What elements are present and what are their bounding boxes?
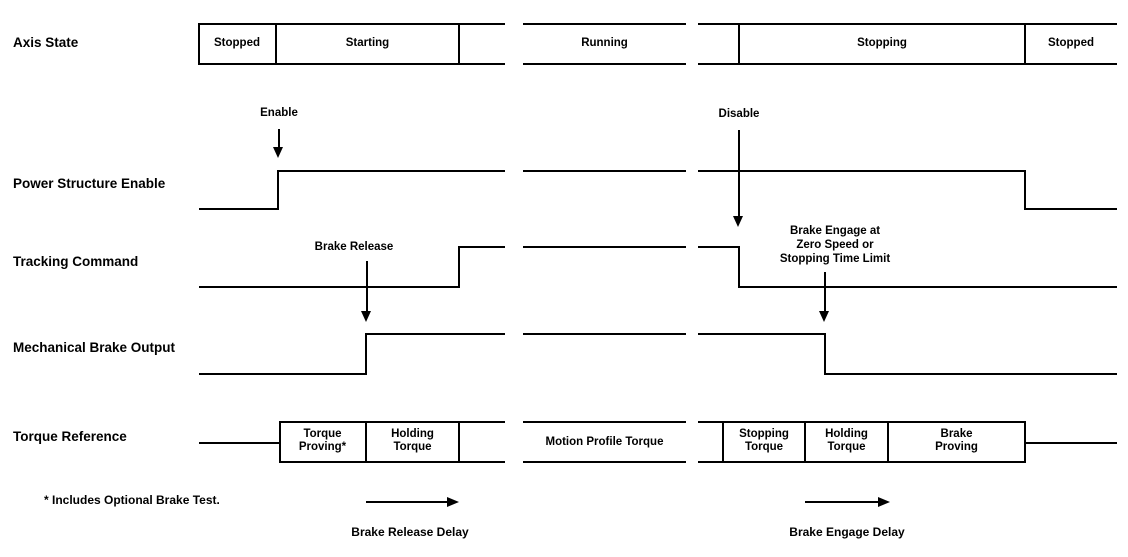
line-segment: [365, 333, 505, 335]
line-segment: [365, 333, 367, 375]
line-segment: [1024, 208, 1117, 210]
row-label-axis-state: Axis State: [13, 35, 79, 50]
line-segment: [698, 63, 1117, 65]
line-segment: [523, 23, 686, 25]
line-segment: [523, 170, 686, 172]
line-segment: [523, 461, 686, 463]
line-segment: [887, 421, 889, 463]
line-segment: [458, 421, 460, 463]
line-segment: [199, 286, 460, 288]
right-arrow-icon: [447, 497, 459, 507]
torque-segment-stopping-torque: Stopping Torque: [739, 428, 789, 453]
line-segment: [198, 23, 200, 65]
torque-segment-brake-proving: Brake Proving: [935, 428, 978, 453]
row-label-mechanical-brake-output: Mechanical Brake Output: [13, 340, 176, 355]
brake-release-event-label: Brake Release: [314, 241, 394, 253]
torque-segment-holding-torque-stop: Holding Torque: [825, 428, 868, 453]
line-segment: [738, 246, 740, 288]
brake-engage-event-label: Brake Engage at Zero Speed or Stopping T…: [779, 225, 891, 265]
down-arrow-icon: [273, 147, 283, 158]
enable-event-label: Enable: [260, 107, 298, 119]
line-segment: [523, 333, 686, 335]
line-segment: [277, 170, 505, 172]
line-segment: [458, 23, 460, 65]
row-label-torque-reference: Torque Reference: [13, 429, 127, 444]
line-segment: [698, 246, 740, 248]
brake-engage-delay-arrow: [805, 501, 878, 503]
line-segment: [698, 23, 1117, 25]
disable-event-label: Disable: [718, 108, 760, 120]
brake-release-event-arrow: [366, 261, 368, 312]
line-segment: [824, 373, 1117, 375]
line-segment: [275, 23, 277, 65]
brake-engage-delay-label: Brake Engage Delay: [789, 525, 905, 539]
line-segment: [458, 246, 460, 288]
line-segment: [279, 421, 281, 463]
row-label-tracking-command: Tracking Command: [13, 254, 139, 269]
line-segment: [738, 286, 1117, 288]
line-segment: [199, 442, 279, 444]
torque-segment-holding-torque-start: Holding Torque: [391, 428, 434, 453]
axis-state-starting: Starting: [345, 37, 390, 49]
line-segment: [198, 23, 505, 25]
line-segment: [523, 63, 686, 65]
line-segment: [277, 170, 279, 210]
axis-state-stopping: Stopping: [857, 37, 907, 49]
row-label-power-structure-enable: Power Structure Enable: [13, 176, 166, 191]
line-segment: [698, 461, 1026, 463]
line-segment: [722, 421, 724, 463]
brake-release-delay-arrow: [366, 501, 447, 503]
line-segment: [199, 208, 279, 210]
line-segment: [698, 170, 1026, 172]
enable-event-arrow: [278, 129, 280, 148]
line-segment: [698, 333, 826, 335]
line-segment: [523, 421, 686, 423]
down-arrow-icon: [361, 311, 371, 322]
torque-segment-motion-profile: Motion Profile Torque: [545, 436, 664, 448]
line-segment: [523, 246, 686, 248]
line-segment: [198, 63, 505, 65]
line-segment: [1024, 170, 1026, 210]
axis-state-stopped-start: Stopped: [214, 37, 260, 49]
right-arrow-icon: [878, 497, 890, 507]
disable-event-arrow: [738, 130, 740, 217]
line-segment: [1024, 23, 1026, 65]
brake-engage-event-arrow: [824, 272, 826, 312]
line-segment: [824, 333, 826, 375]
down-arrow-icon: [733, 216, 743, 227]
line-segment: [804, 421, 806, 463]
line-segment: [279, 461, 505, 463]
axis-state-stopped-end: Stopped: [1048, 37, 1094, 49]
line-segment: [698, 421, 1026, 423]
line-segment: [365, 421, 367, 463]
torque-segment-torque-proving: Torque Proving*: [298, 428, 347, 453]
line-segment: [738, 23, 740, 65]
down-arrow-icon: [819, 311, 829, 322]
line-segment: [458, 246, 505, 248]
line-segment: [1024, 442, 1117, 444]
footnote: * Includes Optional Brake Test.: [44, 493, 220, 507]
axis-state-running: Running: [581, 37, 628, 49]
line-segment: [279, 421, 505, 423]
line-segment: [199, 373, 367, 375]
brake-release-delay-label: Brake Release Delay: [351, 525, 469, 539]
